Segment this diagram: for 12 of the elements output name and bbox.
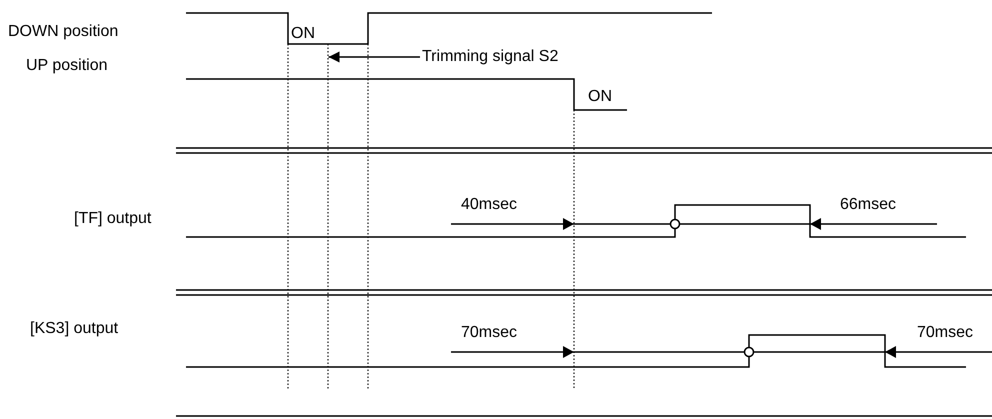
timing-label: 70msec xyxy=(461,324,518,342)
leader-arrow xyxy=(328,52,420,62)
row-label: [KS3] output xyxy=(30,320,118,338)
row-label: [TF] output xyxy=(74,210,152,228)
state-label: ON xyxy=(588,88,612,106)
timing-label: 70msec xyxy=(917,324,974,342)
signal-label: Trimming signal S2 xyxy=(420,48,558,66)
timing-label: 66msec xyxy=(840,196,896,214)
row-label: DOWN position xyxy=(8,23,118,41)
timing-label: 40msec xyxy=(461,196,518,214)
state-label: ON xyxy=(291,25,315,43)
row-label: UP position xyxy=(26,57,108,75)
